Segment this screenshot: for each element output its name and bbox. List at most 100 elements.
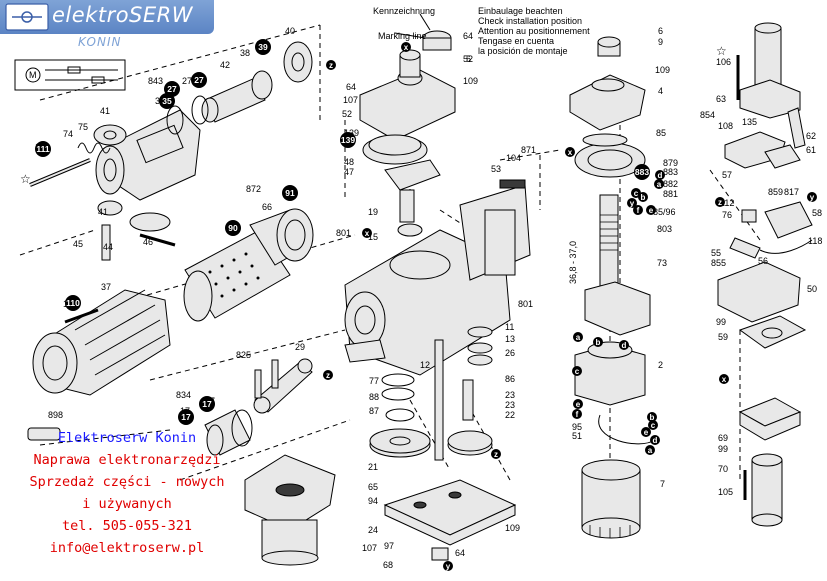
part-label-12: 12 xyxy=(420,360,430,370)
part-label-52: 52 xyxy=(463,54,473,64)
washer-41-lower xyxy=(97,200,123,216)
brand-name: elektroSERW xyxy=(52,3,194,27)
spring-88 xyxy=(381,373,415,401)
part-label-55: 55 xyxy=(711,248,721,258)
screw-74 xyxy=(29,158,91,187)
o-rings-27 xyxy=(166,95,209,135)
svg-text:b: b xyxy=(650,413,655,422)
part-label-99: 99 xyxy=(716,317,726,327)
svg-text:c: c xyxy=(651,421,656,430)
part-label-73: 73 xyxy=(657,258,667,268)
svg-text:z: z xyxy=(718,198,722,207)
svg-text:f: f xyxy=(637,206,640,215)
svg-text:b: b xyxy=(641,193,646,202)
part-label-47: 47 xyxy=(344,167,354,177)
hammer-tube-66 xyxy=(183,208,314,322)
svg-text:139: 139 xyxy=(341,135,355,145)
field-coil-2 xyxy=(574,341,646,406)
part-label-843: 843 xyxy=(148,76,163,86)
screw-110 xyxy=(64,308,99,324)
part-label-95: 95 xyxy=(572,422,582,432)
part-label-834: 834 xyxy=(176,390,191,400)
motor-stator-left xyxy=(244,454,336,566)
notice-install-line: Einbaulage beachten xyxy=(478,6,563,16)
part-label-817: 817 xyxy=(784,187,799,197)
part-label-40: 40 xyxy=(285,26,295,36)
stator-housing-7 xyxy=(581,459,641,539)
part-label-107: 107 xyxy=(362,543,377,553)
circled-part-39: 39 xyxy=(255,39,271,55)
part-label-74: 74 xyxy=(63,129,73,139)
part-label-23: 23 xyxy=(505,390,515,400)
svg-text:x: x xyxy=(568,148,573,157)
part-label-48: 48 xyxy=(344,157,354,167)
part-label-44: 44 xyxy=(103,242,113,252)
part-label-23: 23 xyxy=(505,400,515,410)
gear-plate-94 xyxy=(383,479,517,546)
part-label-108: 108 xyxy=(718,121,733,131)
grip-70 xyxy=(751,453,783,527)
star-markers: ☆ ☆ xyxy=(20,44,727,186)
svg-text:x: x xyxy=(722,375,727,384)
circled-part-90: 90 xyxy=(225,220,241,236)
svg-text:x: x xyxy=(365,229,370,238)
washer-41-top xyxy=(93,124,127,146)
main-gear-housing-801 xyxy=(344,179,531,376)
part-label-859: 859 xyxy=(768,187,783,197)
callout-z: z xyxy=(323,370,333,380)
part-label-37: 37 xyxy=(101,282,111,292)
assembly-lines xyxy=(19,24,761,481)
svg-text:a: a xyxy=(576,333,581,342)
notice-block: Kennzeichnung Marking line Einbaulage be… xyxy=(373,6,590,284)
sleeve-42 xyxy=(201,77,266,123)
callout-z: z xyxy=(491,449,501,459)
svg-text:90: 90 xyxy=(228,223,238,233)
svg-text:91: 91 xyxy=(285,188,295,198)
svg-text:c: c xyxy=(634,189,639,198)
svg-text:d: d xyxy=(658,171,663,180)
callout-y: y xyxy=(807,192,817,202)
motor-schematic: M xyxy=(14,59,126,91)
part-label-94: 94 xyxy=(368,496,378,506)
contact-company: Elektroserw Konin xyxy=(57,430,197,446)
part-label-41: 41 xyxy=(98,207,108,217)
part-label-2: 2 xyxy=(658,360,663,370)
svg-text:a: a xyxy=(657,180,662,189)
callout-a: a xyxy=(573,332,583,342)
pin-45 xyxy=(101,224,111,261)
part-label-855: 855 xyxy=(711,258,726,268)
svg-text:M: M xyxy=(29,70,37,80)
part-label-41: 41 xyxy=(100,106,110,116)
part-label-85-96: 85/96 xyxy=(653,207,676,217)
brush-plate-85 xyxy=(574,133,646,178)
circled-part-35: 35 xyxy=(159,93,175,109)
callout-e: e xyxy=(573,399,583,409)
part-label-51: 51 xyxy=(572,431,582,441)
svg-text:39: 39 xyxy=(258,42,268,52)
part-label-27: 27 xyxy=(182,76,192,86)
piston-834 xyxy=(204,409,253,456)
contact-email[interactable]: info@elektroserw.pl xyxy=(49,540,205,556)
contact-phone[interactable]: tel. 505-055-321 xyxy=(61,518,193,534)
armature-803 xyxy=(599,194,619,296)
part-label-21: 21 xyxy=(368,462,378,472)
gear-21 xyxy=(369,428,431,458)
part-label-61: 61 xyxy=(806,145,816,155)
notice-install-line: Attention au positionnement xyxy=(478,26,590,36)
svg-text:35: 35 xyxy=(162,96,172,106)
svg-text:b: b xyxy=(596,338,601,347)
part-label-62: 62 xyxy=(806,131,816,141)
part-label-46: 46 xyxy=(143,237,153,247)
callout-z: z xyxy=(326,60,336,70)
spring-75 xyxy=(77,142,111,154)
handle-63 xyxy=(739,22,801,119)
suppressor-58 xyxy=(764,201,813,239)
circled-part-110: 110 xyxy=(65,295,81,311)
part-label-97: 97 xyxy=(384,541,394,551)
callout-b: b xyxy=(647,412,657,422)
part-label-109: 109 xyxy=(505,523,520,533)
piston-pins-825 xyxy=(254,359,279,399)
part-label-883: 883 xyxy=(663,167,678,177)
